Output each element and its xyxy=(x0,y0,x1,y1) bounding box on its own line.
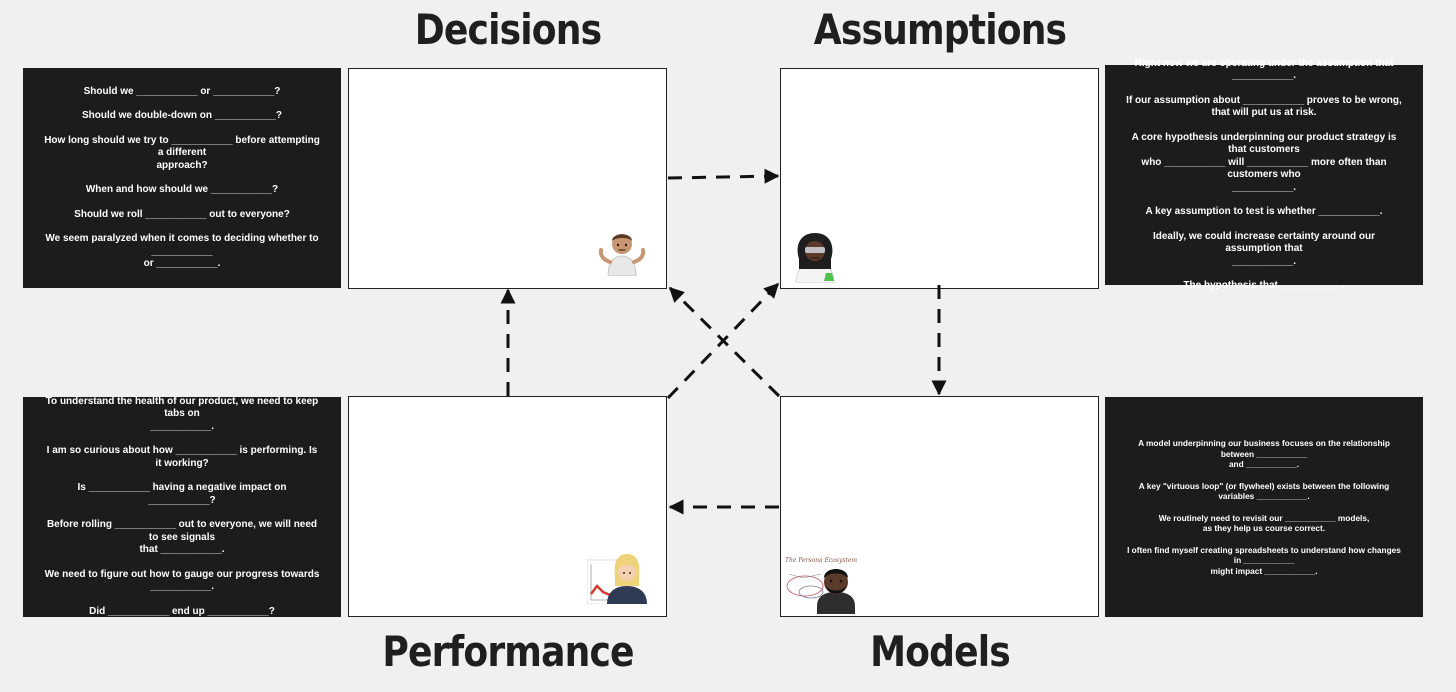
prompt-line: The hypothesis that ___________. xyxy=(1183,280,1345,291)
decisions-card xyxy=(348,68,667,289)
prompt-line: If our assumption about ___________ prov… xyxy=(1126,94,1402,119)
prompt-line: Ideally, we could increase certainty aro… xyxy=(1152,230,1376,267)
sketch-caption: The Persona Ecosystem xyxy=(785,557,857,564)
woman-scientist-icon xyxy=(795,233,835,283)
prompt-line: Should we roll ___________ out to everyo… xyxy=(74,208,290,220)
prompt-line: A core hypothesis underpinning our produ… xyxy=(1131,131,1397,193)
prompt-line: Did ___________ end up ___________? xyxy=(89,605,275,617)
prompt-line: How long should we try to ___________ be… xyxy=(44,134,320,171)
prompt-line: A key assumption to test is whether ____… xyxy=(1145,206,1383,217)
decisions-title: Decisions xyxy=(414,5,602,54)
models-title: Models xyxy=(870,627,1011,676)
models-prompts-panel: A model underpinning our business focuse… xyxy=(1105,397,1423,617)
prompt-line: We seem paralyzed when it comes to decid… xyxy=(45,233,319,269)
prompt-line: A key "virtuous loop" (or flywheel) exis… xyxy=(1138,480,1390,502)
prompt-line: I often find myself creating spreadsheet… xyxy=(1127,544,1401,576)
prompt-line: Should we ___________ or ___________? xyxy=(83,85,281,97)
prompt-line: A model underpinning our business focuse… xyxy=(1138,438,1390,469)
performance-prompts-panel: To understand the health of our product,… xyxy=(23,395,341,617)
prompt-line: Should we double-down on ___________? xyxy=(81,110,283,121)
arrow-models-to-decisions xyxy=(668,286,781,398)
arrow-decisions-to-assumptions xyxy=(667,168,780,184)
assumptions-card xyxy=(780,68,1099,289)
prompt-line: We routinely need to revisit our _______… xyxy=(1158,512,1370,534)
performance-title: Performance xyxy=(382,627,634,676)
prompt-line: We need to figure out how to gauge our p… xyxy=(44,568,320,593)
prompt-line: I am so curious about how ___________ is… xyxy=(46,445,318,469)
prompt-line: Before rolling ___________ out to everyo… xyxy=(46,519,318,556)
assumptions-title: Assumptions xyxy=(813,5,1067,54)
man-with-sketch-icon: The Persona Ecosystem xyxy=(781,552,857,614)
prompt-line: Is ___________ having a negative impact … xyxy=(77,482,287,506)
decisions-prompts-panel: Should we ___________ or ___________? Sh… xyxy=(23,68,341,288)
woman-declining-chart-icon xyxy=(587,554,647,604)
person-shrugging-icon xyxy=(598,234,646,276)
prompt-line: Right now we are operating under the ass… xyxy=(1134,57,1394,82)
prompt-line: When and how should we ___________? xyxy=(85,184,279,195)
prompt-line: To understand the health of our product,… xyxy=(45,395,319,432)
assumptions-prompts-panel: Right now we are operating under the ass… xyxy=(1105,58,1423,291)
